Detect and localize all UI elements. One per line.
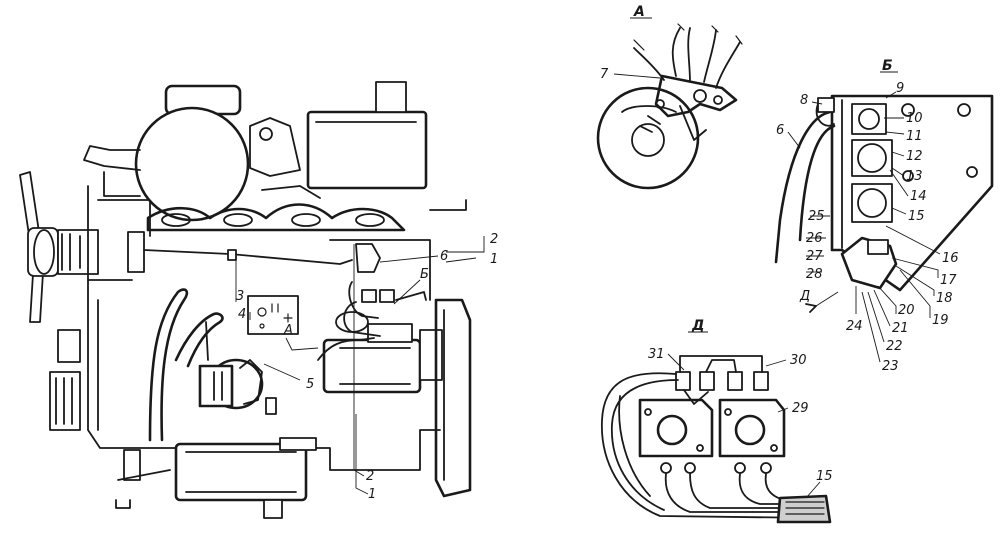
view-a-detail [596,17,743,190]
hoses [148,288,224,442]
relay-panel [247,295,299,335]
generator [198,358,277,415]
label-a-engine: А [283,323,293,338]
label-18: 18 [936,291,953,306]
label-6-b: 6 [776,123,784,138]
label-10: 10 [906,111,923,126]
label-2-top: 2 [490,232,498,247]
starter-motor [322,323,443,394]
label-26: 26 [806,231,823,246]
view-b-detail [774,71,994,363]
label-8: 8 [800,93,808,108]
flywheel-housing [434,298,472,498]
label-13: 13 [906,169,923,184]
label-6: 6 [440,249,448,264]
label-2-bottom: 2 [366,469,374,484]
label-9: 9 [896,81,904,96]
label-15-b: 15 [908,209,925,224]
label-21: 21 [892,321,909,336]
label-12: 12 [906,149,923,164]
label-7: 7 [600,67,609,82]
label-16: 16 [942,251,959,266]
label-29: 29 [792,401,809,416]
bottom-heater [115,437,317,519]
label-17: 17 [940,273,957,288]
glow-plug-wire [127,231,353,273]
label-20: 20 [898,303,915,318]
label-3: 3 [236,289,244,304]
label-14: 14 [910,189,927,204]
cover [249,81,428,190]
label-15-d: 15 [816,469,833,484]
label-5: 5 [306,377,314,392]
label-30: 30 [790,353,807,368]
lower-pulleys [49,329,81,431]
engine-leaders [235,236,485,495]
exhaust-manifold [146,185,406,232]
view-a-title: А [633,4,645,20]
engine-harness [317,199,467,361]
label-4: 4 [238,307,246,322]
view-d-title: Д [691,318,704,334]
label-1-top: 1 [490,252,498,267]
view-b-title: Б [882,58,893,74]
label-d-arrow: Д [799,289,810,304]
engine-assembly [19,81,485,519]
label-1-bottom: 1 [368,487,376,502]
view-d-detail [601,331,832,524]
label-b-engine: Б [420,267,429,282]
label-23: 23 [882,359,899,374]
label-19: 19 [932,313,949,328]
label-28: 28 [806,267,823,282]
label-11: 11 [906,129,923,144]
fan [19,171,99,323]
label-22: 22 [886,339,903,354]
label-25: 25 [808,209,825,224]
label-27: 27 [806,249,823,264]
label-31: 31 [648,347,665,362]
air-cleaner [83,84,250,222]
label-24: 24 [846,319,863,334]
